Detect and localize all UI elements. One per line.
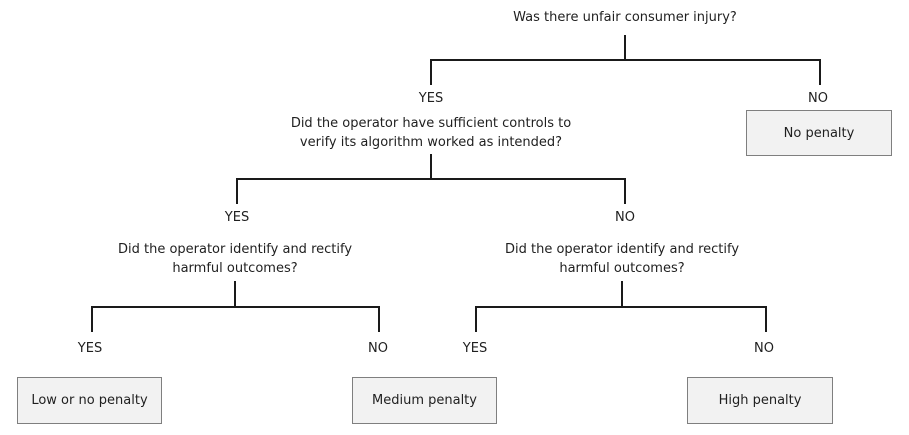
outcome-low-or-no-penalty: Low or no penalty bbox=[17, 377, 162, 424]
branch-label-q1-no: NO bbox=[808, 91, 828, 106]
question-unfair-injury: Was there unfair consumer injury? bbox=[513, 10, 737, 25]
question-identify-rectify-right: Did the operator identify and rectify ha… bbox=[505, 240, 739, 278]
branch-label-q2-yes: YES bbox=[224, 210, 250, 225]
question-identify-rectify-right-line1: Did the operator identify and rectify bbox=[504, 242, 740, 257]
outcome-high-penalty: High penalty bbox=[687, 377, 833, 424]
branch-label-q3-left-yes: YES bbox=[77, 341, 103, 356]
question-identify-rectify-left-line2: harmful outcomes? bbox=[172, 261, 298, 276]
branch-label-q3-right-no: NO bbox=[754, 341, 774, 356]
question-sufficient-controls-line2: verify its algorithm worked as intended? bbox=[299, 135, 563, 150]
outcome-no-penalty-label: No penalty bbox=[783, 125, 855, 141]
question-sufficient-controls: Did the operator have sufficient control… bbox=[291, 114, 571, 152]
branch-label-q3-left-no: NO bbox=[368, 341, 388, 356]
branch-label-q3-right-yes: YES bbox=[462, 341, 488, 356]
question-identify-rectify-right-line2: harmful outcomes? bbox=[559, 261, 685, 276]
question-identify-rectify-left: Did the operator identify and rectify ha… bbox=[118, 240, 352, 278]
question-sufficient-controls-line1: Did the operator have sufficient control… bbox=[290, 116, 572, 131]
outcome-no-penalty: No penalty bbox=[746, 110, 892, 156]
outcome-low-or-no-penalty-label: Low or no penalty bbox=[31, 393, 148, 408]
outcome-high-penalty-label: High penalty bbox=[718, 393, 802, 408]
outcome-medium-penalty-label: Medium penalty bbox=[372, 393, 477, 408]
branch-label-q1-yes: YES bbox=[418, 91, 444, 106]
branch-label-q2-no: NO bbox=[615, 210, 635, 225]
question-identify-rectify-left-line1: Did the operator identify and rectify bbox=[117, 242, 353, 257]
outcome-medium-penalty: Medium penalty bbox=[352, 377, 497, 424]
